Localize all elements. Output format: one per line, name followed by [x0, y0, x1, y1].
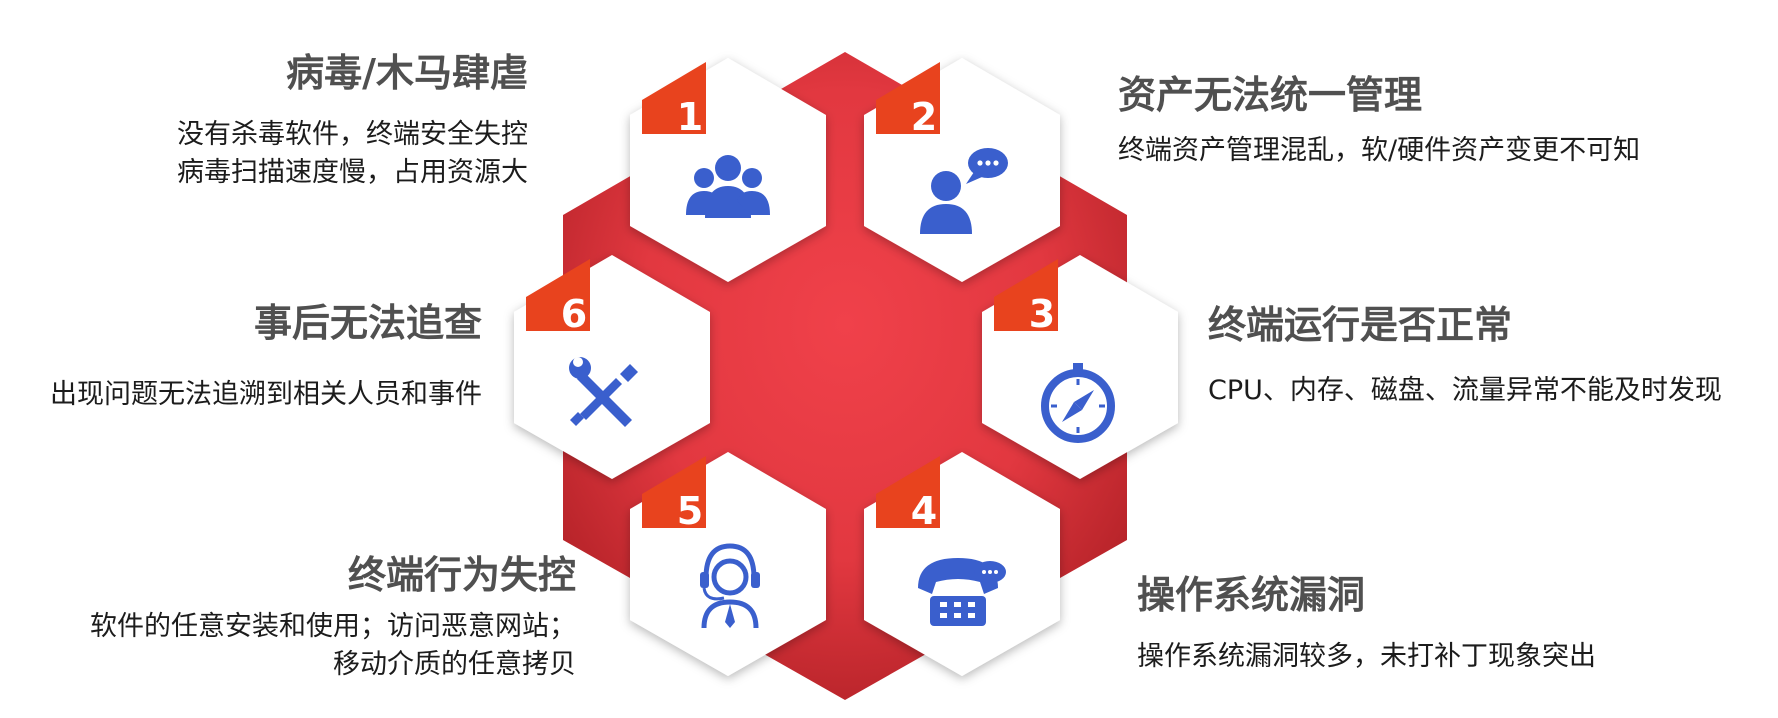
tools-wrench-screwdriver-icon: [569, 357, 638, 427]
hex-3-number-tab: [994, 259, 1058, 331]
hex-6-number-tab: [526, 259, 590, 331]
hex-item-3: 3: [982, 255, 1178, 479]
item-2-title: 资产无法统一管理: [1118, 73, 1423, 117]
item-6-text-block: 事后无法追查 出现问题无法追溯到相关人员和事件: [20, 300, 482, 414]
item-5-desc-line-2: 移动介质的任意拷贝: [333, 649, 576, 680]
item-1-title: 病毒/木马肆虐: [286, 51, 528, 95]
hex-item-1: 1: [630, 58, 826, 282]
item-4-text-block: 操作系统漏洞 操作系统漏洞较多，未打补丁现象突出: [1137, 572, 1697, 676]
item-3-title: 终端运行是否正常: [1208, 303, 1513, 347]
hex-item-4: 4: [864, 452, 1060, 676]
hex-4-number-tab: [876, 456, 940, 528]
telephone-icon: [918, 558, 1006, 626]
item-5-text-block: 终端行为失控 软件的任意安装和使用；访问恶意网站； 移动介质的任意拷贝: [40, 552, 576, 684]
item-4-title: 操作系统漏洞: [1137, 573, 1366, 617]
hex-1-number-tab: [642, 62, 706, 134]
item-5-desc-line-1: 软件的任意安装和使用；访问恶意网站；: [90, 611, 576, 642]
hex-item-6: 6: [514, 255, 710, 479]
item-6-desc-line-1: 出现问题无法追溯到相关人员和事件: [50, 379, 482, 410]
group-people-icon: [686, 155, 770, 218]
item-1-text-block: 病毒/木马肆虐 没有杀毒软件，终端安全失控 病毒扫描速度慢，占用资源大: [120, 50, 528, 192]
compass-icon: [1041, 363, 1115, 443]
item-2-desc-line-1: 终端资产管理混乱，软/硬件资产变更不可知: [1118, 135, 1641, 166]
hex-5-number-tab: [642, 456, 706, 528]
hex-5-number: 5: [677, 489, 703, 533]
item-6-title: 事后无法追查: [253, 301, 482, 345]
item-4-desc-line-1: 操作系统漏洞较多，未打补丁现象突出: [1137, 641, 1596, 672]
hex-3-number: 3: [1029, 292, 1055, 336]
hex-item-5: 5: [630, 452, 826, 676]
item-5-title: 终端行为失控: [347, 553, 576, 597]
hex-6-number: 6: [561, 292, 587, 336]
hex-2-number-tab: [876, 62, 940, 134]
headset-operator-icon: [700, 543, 760, 629]
item-2-text-block: 资产无法统一管理 终端资产管理混乱，软/硬件资产变更不可知: [1118, 72, 1738, 170]
item-3-text-block: 终端运行是否正常 CPU、内存、磁盘、流量异常不能及时发现: [1208, 302, 1768, 410]
hex-4-number: 4: [911, 489, 937, 533]
hex-item-2: 2: [864, 58, 1060, 282]
item-3-desc-line-1: CPU、内存、磁盘、流量异常不能及时发现: [1208, 375, 1722, 406]
person-speech-bubble-icon: [920, 148, 1008, 234]
hex-1-number: 1: [677, 95, 703, 139]
item-1-desc-line-1: 没有杀毒软件，终端安全失控: [177, 119, 528, 150]
item-1-desc-line-2: 病毒扫描速度慢，占用资源大: [177, 157, 528, 188]
hex-2-number: 2: [911, 95, 937, 139]
